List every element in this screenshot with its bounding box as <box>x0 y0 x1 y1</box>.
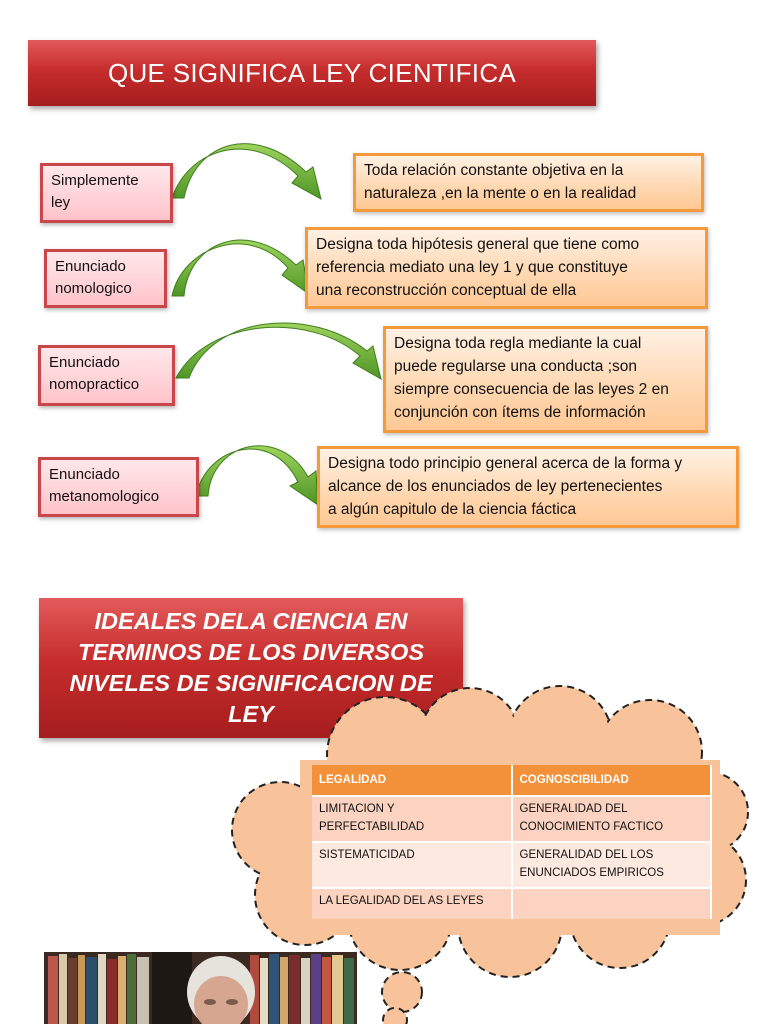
definition-text-line: siempre consecuencia de las leyes 2 en <box>394 381 669 398</box>
term-text-line: nomopractico <box>49 376 140 393</box>
ideals-title-line: IDEALES DELA CIENCIA EN <box>94 608 408 634</box>
title-banner: QUE SIGNIFICA LEY CIENTIFICA <box>28 40 596 106</box>
term-text-line: Enunciado <box>55 258 126 275</box>
ideals-table: LEGALIDAD COGNOSCIBILIDAD LIMITACION Y PE… <box>312 765 712 919</box>
definition-text-line: Toda relación constante objetiva en la <box>364 162 624 179</box>
term-box-enunciado-nomologico: Enunciado nomologico <box>44 249 167 308</box>
definition-box-enunciado-nomopractico: Designa toda regla mediante la cual pued… <box>383 326 708 433</box>
definition-text-line: una reconstrucción conceptual de ella <box>316 282 577 299</box>
definition-text-line: referencia mediato una ley 1 y que const… <box>316 259 628 276</box>
definition-text-line: conjunción con ítems de información <box>394 404 646 421</box>
cell-line: CONOCIMIENTO FACTICO <box>519 821 664 833</box>
term-text-line: Enunciado <box>49 466 120 483</box>
term-box-enunciado-metanomologico: Enunciado metanomologico <box>38 457 199 517</box>
term-box-simplemente-ley: Simplemente ley <box>40 163 173 223</box>
definition-text-line: alcance de los enunciados de ley pertene… <box>328 478 663 495</box>
portrait-photo <box>44 952 357 1024</box>
ideals-title-line: TERMINOS DE LOS DIVERSOS <box>77 639 425 665</box>
definition-text-line: Designa toda hipótesis general que tiene… <box>316 236 640 253</box>
cell-line: GENERALIDAD DEL LOS <box>519 849 654 861</box>
cell-line: GENERALIDAD DEL <box>519 803 628 815</box>
definition-text-line: a algún capitulo de la ciencia fáctica <box>328 501 577 518</box>
definition-text-line: Designa todo principio general acerca de… <box>328 455 683 472</box>
table-cell: GENERALIDAD DEL LOS ENUNCIADOS EMPIRICOS <box>511 841 712 888</box>
table-cell: LIMITACION Y PERFECTABILIDAD <box>312 795 513 842</box>
table-row: LIMITACION Y PERFECTABILIDAD GENERALIDAD … <box>312 795 712 842</box>
definition-box-enunciado-metanomologico: Designa todo principio general acerca de… <box>317 446 739 528</box>
ideals-title: IDEALES DELA CIENCIA EN TERMINOS DE LOS … <box>70 606 433 730</box>
definition-text-line: naturaleza ,en la mente o en la realidad <box>364 185 637 202</box>
term-text-line: nomologico <box>55 280 132 297</box>
table-cell: LA LEGALIDAD DEL AS LEYES <box>312 887 513 919</box>
term-text-line: metanomologico <box>49 488 160 505</box>
cell-line: SISTEMATICIDAD <box>319 849 415 861</box>
table-row: SISTEMATICIDAD GENERALIDAD DEL LOS ENUNCI… <box>312 841 712 888</box>
table-header-legalidad: LEGALIDAD <box>312 765 513 796</box>
cell-line: LIMITACION Y <box>319 803 395 815</box>
cell-line: LA LEGALIDAD DEL AS LEYES <box>319 895 484 907</box>
definition-box-simplemente-ley: Toda relación constante objetiva en la n… <box>353 153 704 212</box>
term-text-line: Simplemente <box>51 172 139 189</box>
term-text-line: ley <box>51 194 71 211</box>
arrows-layer <box>171 143 382 506</box>
ideals-title-line: NIVELES DE SIGNIFICACION DE <box>69 670 433 696</box>
definition-box-enunciado-nomologico: Designa toda hipótesis general que tiene… <box>305 227 708 309</box>
page-title: QUE SIGNIFICA LEY CIENTIFICA <box>107 57 517 88</box>
definition-text-line: Designa toda regla mediante la cual <box>394 335 642 352</box>
definition-text-line: puede regularse una conducta ;son <box>394 358 638 375</box>
curved-arrow-icon <box>171 143 322 200</box>
term-text-line: Enunciado <box>49 354 120 371</box>
table-header-cognoscibilidad: COGNOSCIBILIDAD <box>511 765 712 796</box>
table-cell: SISTEMATICIDAD <box>312 841 513 888</box>
table-row: LA LEGALIDAD DEL AS LEYES <box>312 887 712 919</box>
curved-arrow-icon <box>175 322 382 381</box>
cell-line: PERFECTABILIDAD <box>319 821 425 833</box>
table-cell <box>511 887 712 919</box>
cell-line: ENUNCIADOS EMPIRICOS <box>519 867 664 879</box>
table-cell: GENERALIDAD DEL CONOCIMIENTO FACTICO <box>511 795 712 842</box>
ideals-title-line: LEY <box>228 701 274 727</box>
term-box-enunciado-nomopractico: Enunciado nomopractico <box>38 345 175 406</box>
